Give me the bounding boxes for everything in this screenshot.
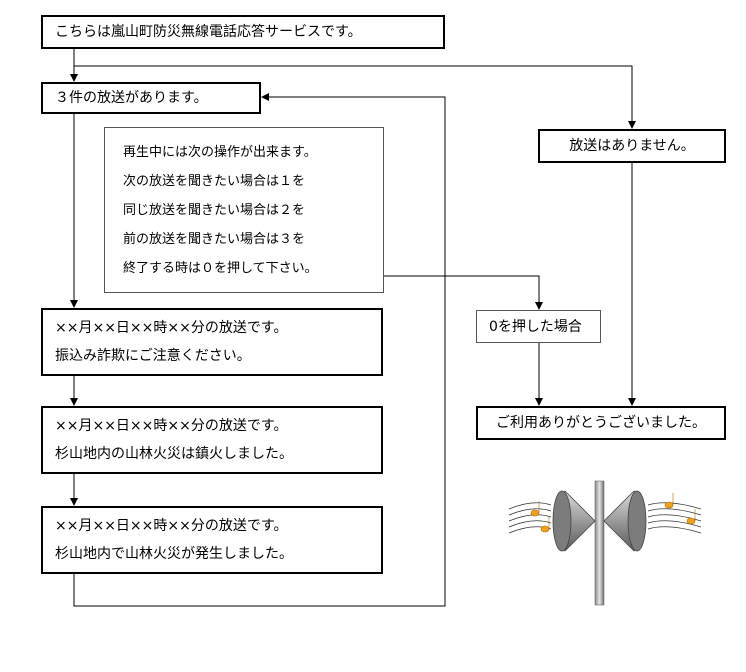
thank-you-box: ご利用ありがとうございました。 xyxy=(476,406,726,440)
message-time: ××月××日××時××分の放送です。 xyxy=(55,320,288,336)
connector-loop-back xyxy=(73,93,446,607)
message-box-3: ××月××日××時××分の放送です。 杉山地内で山林火災が発生しました。 xyxy=(41,506,383,574)
operations-line: 同じ放送を聞きたい場合は２を xyxy=(123,202,306,218)
no-broadcast-box: 放送はありません。 xyxy=(538,129,726,163)
operations-line: 次の放送を聞きたい場合は１を xyxy=(123,173,306,189)
message-box-1: ××月××日××時××分の放送です。 振込み詐欺にご注意ください。 xyxy=(41,308,383,376)
operations-line: 前の放送を聞きたい場合は３を xyxy=(123,231,306,247)
intro-text: こちらは嵐山町防災無線電話応答サービスです。 xyxy=(55,24,362,40)
press-zero-text: 0を押した場合 xyxy=(489,318,582,335)
intro-box: こちらは嵐山町防災無線電話応答サービスです。 xyxy=(41,15,445,49)
message-time: ××月××日××時××分の放送です。 xyxy=(55,518,288,534)
message-box-2: ××月××日××時××分の放送です。 杉山地内の山林火災は鎮火しました。 xyxy=(41,406,383,474)
message-body: 振込み詐欺にご注意ください。 xyxy=(55,348,251,364)
thank-you-text: ご利用ありがとうございました。 xyxy=(496,415,706,431)
loudspeaker-icon xyxy=(508,480,702,606)
broadcast-count-box: ３件の放送があります。 xyxy=(41,82,261,114)
operations-line: 終了する時は０を押して下さい。 xyxy=(123,260,318,276)
connector-intro-to-none xyxy=(74,65,636,129)
message-time: ××月××日××時××分の放送です。 xyxy=(55,418,288,434)
message-body: 杉山地内で山林火災が発生しました。 xyxy=(55,546,293,562)
press-zero-box: 0を押した場合 xyxy=(476,310,601,343)
operations-line: 再生中には次の操作が出来ます。 xyxy=(123,144,317,160)
no-broadcast-text: 放送はありません。 xyxy=(569,138,695,154)
message-body: 杉山地内の山林火災は鎮火しました。 xyxy=(55,446,293,462)
broadcast-count-text: ３件の放送があります。 xyxy=(55,90,208,106)
operations-box: 再生中には次の操作が出来ます。 次の放送を聞きたい場合は１を 同じ放送を聞きたい… xyxy=(104,127,384,293)
connector-ops-to-zero xyxy=(384,275,543,310)
